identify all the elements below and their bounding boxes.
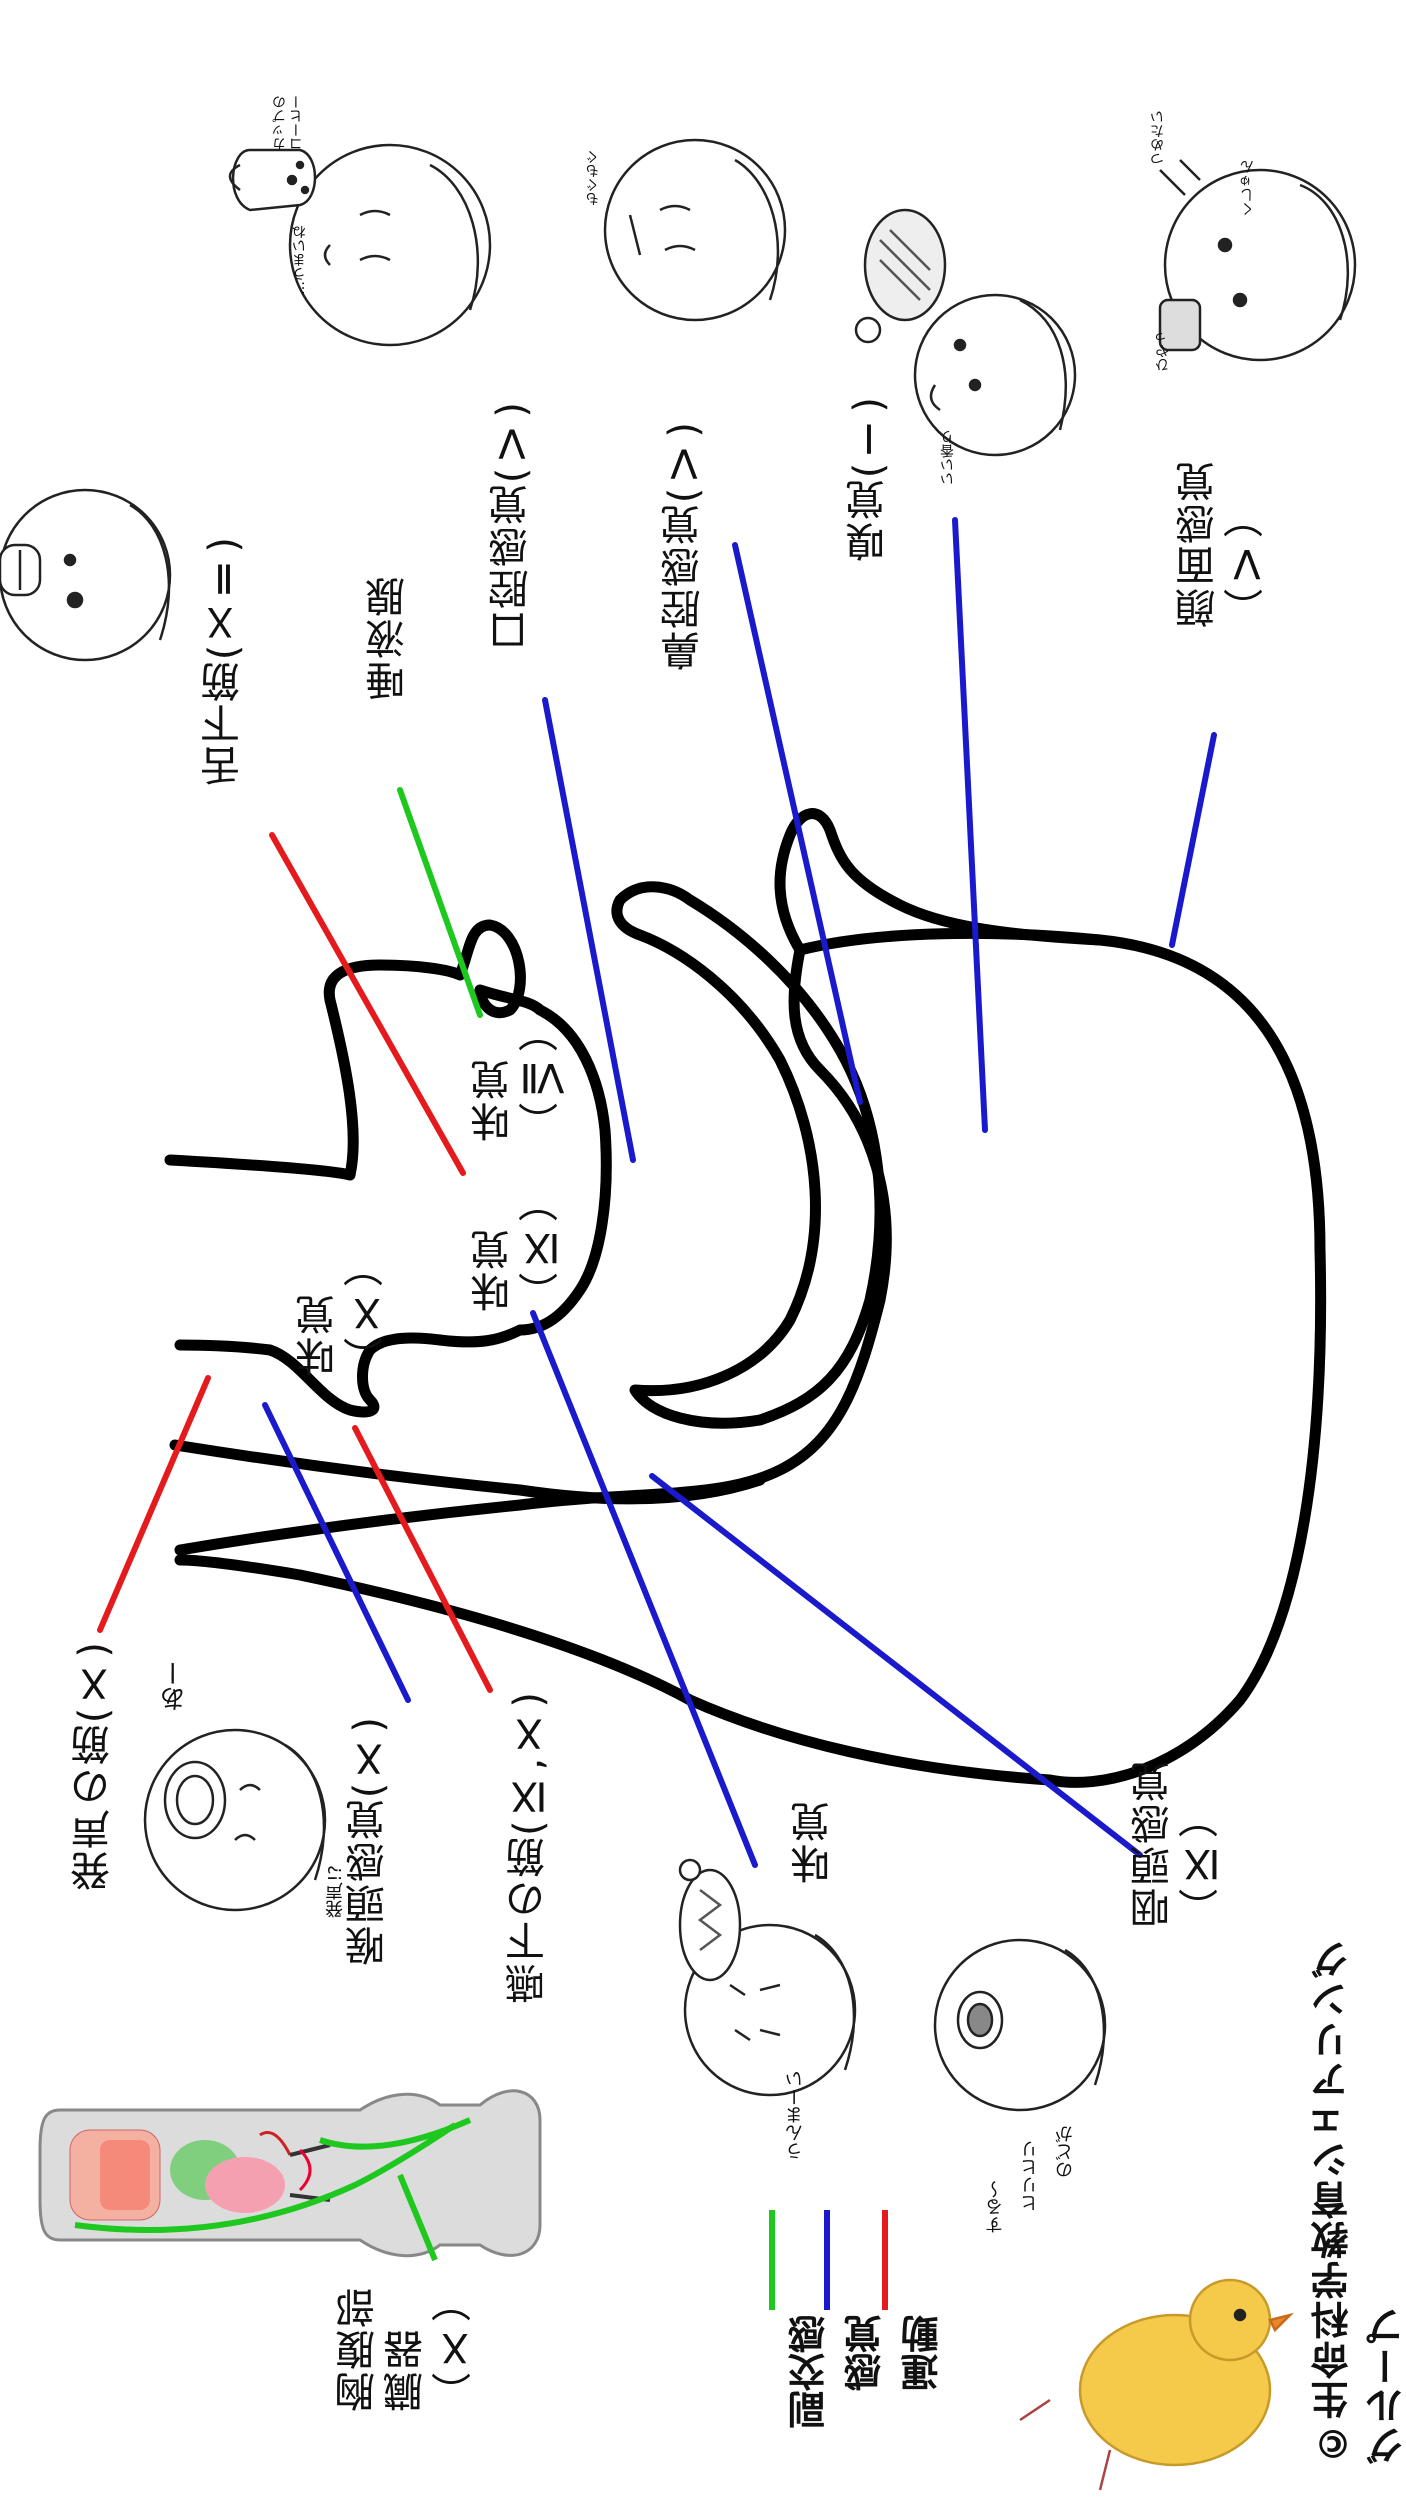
palate-curve — [611, 881, 886, 1429]
doodle-caption-throat-3: する～ — [985, 2180, 1006, 2234]
line-larynx-sense — [262, 1402, 411, 1703]
line-swallow — [352, 1425, 493, 1693]
line-nasal-sense — [732, 542, 863, 1105]
coffee-cup-icon — [228, 148, 317, 212]
line-pharynx-sense — [649, 1473, 1143, 1858]
legend-swatches — [769, 2210, 888, 2310]
nerve-lines — [97, 517, 1217, 1868]
doodle-caption-coffee: カップの コーヒー — [272, 95, 305, 151]
doodle-caption-sneeze: くしゅん — [1240, 160, 1256, 216]
bone-icon — [678, 1858, 742, 1982]
meat-icon — [854, 208, 947, 344]
label-smell: 嗅覚(Ⅰ) — [846, 395, 892, 563]
doodle-caption-cold: つめたい — [1150, 110, 1166, 166]
chick-icon — [1019, 2278, 1295, 2491]
doodle-faces — [0, 138, 1357, 2491]
face-icecream-icon — [1158, 159, 1357, 362]
doodle-caption-voice: 発声!? — [325, 1865, 346, 1918]
legend-motor-label: 運動 — [901, 2315, 945, 2391]
doodle-caption-throat-2: ヒリヒリ — [1020, 2140, 1041, 2212]
label-taste-x: 味覚 （Ⅹ） — [296, 1245, 390, 1377]
face-smell-icon — [913, 293, 1077, 457]
doodle-caption-yummy: うんまーい — [785, 2070, 806, 2160]
doodle-caption-icecream: ひやっ — [1155, 330, 1171, 372]
label-swallow: 嚥下の筋(Ⅸ,Ⅹ) — [506, 1690, 552, 2004]
label-larynx-sense: 喉頭感覚(Ⅹ) — [346, 1715, 392, 1967]
doodle-caption-scent: いい香り — [940, 430, 956, 486]
label-pharynx-sense: 咽頭感覚 （Ⅸ） — [1131, 1760, 1225, 1928]
face-throat-icon — [933, 1938, 1107, 2112]
label-saliva: 唾液腺 — [366, 575, 412, 701]
doodle-caption-eating: もぐもぐ — [585, 150, 601, 206]
line-saliva — [397, 787, 483, 1018]
line-smell — [952, 517, 988, 1133]
line-hypoglossal — [269, 832, 466, 1176]
head-outline — [174, 927, 1327, 1788]
label-facial-sense: 顔面感覚 （Ⅴ） — [1176, 460, 1270, 628]
anatomy-outline — [164, 808, 1327, 1788]
label-voice: 発声の筋(Ⅹ) — [71, 1640, 117, 1892]
torso-icon — [38, 2089, 542, 2262]
label-taste-vii: 味覚 （Ⅶ） — [471, 1010, 565, 1142]
face-tongue-icon — [0, 488, 172, 662]
face-voice-icon — [143, 1728, 327, 1912]
line-facial-sense — [1169, 732, 1217, 948]
face-eating-icon — [603, 138, 787, 322]
face-coffee-icon — [288, 143, 492, 347]
nasal-loop — [774, 808, 1106, 956]
oral-cavity — [164, 919, 612, 1418]
legend-parasympathetic-label: 副交感 — [788, 2315, 832, 2429]
credit-text: ©生命科学教育シェアリンググループ — [1311, 1939, 1406, 2465]
label-hypoglossal: 舌下筋(ＸⅡ) — [201, 535, 247, 787]
doodle-caption-coffee-2: …うまいね — [292, 225, 308, 295]
label-visceral: 胸腹部 臓器 （Ⅹ） — [336, 2280, 478, 2412]
label-taste: 味覚 — [791, 1800, 837, 1884]
legend-sensory-label: 感覚 — [844, 2315, 888, 2391]
label-taste-ix: 味覚 （Ⅸ） — [471, 1180, 565, 1312]
doodle-caption-throat-1: のどが — [1055, 2125, 1076, 2179]
larynx-line — [169, 1439, 766, 1505]
label-oral-sense: 口腔感覚(Ⅴ) — [489, 400, 535, 652]
doodle-caption-ah: あー — [160, 1660, 190, 1712]
line-voice — [97, 1375, 211, 1633]
line-taste-ix — [530, 1310, 758, 1868]
line-oral-sense — [542, 697, 636, 1163]
label-nasal-sense: 鼻腔感覚(Ⅴ) — [661, 420, 707, 672]
